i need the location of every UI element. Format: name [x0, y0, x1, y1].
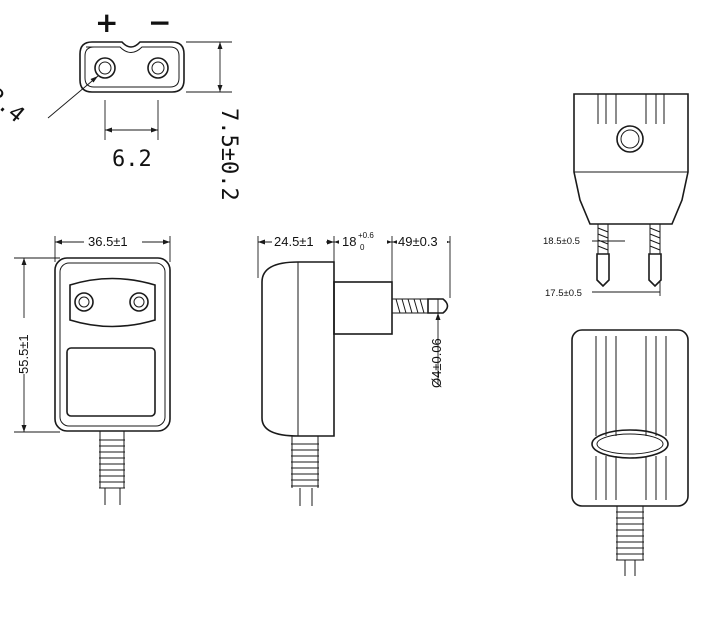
front-cable [99, 431, 125, 505]
shroud-label: 18 [342, 234, 356, 249]
front-view: 36.5±1 55.5±1 [14, 234, 171, 505]
adapter-top-body [573, 93, 689, 225]
top-right-view: 18.5±0.5 17.5±0.5 [543, 93, 689, 299]
minus-sign: − [148, 6, 171, 39]
adapter-back-body [571, 329, 689, 507]
side-pin [391, 298, 449, 314]
adapter-body-front [54, 257, 171, 432]
back-oval-badge [591, 429, 669, 459]
plug-height-label: 7.5±0.2 [216, 108, 241, 201]
side-depth-label: 24.5±1 [274, 234, 314, 249]
front-width-label: 36.5±1 [88, 234, 128, 249]
pin-length-label: 49±0.3 [398, 234, 438, 249]
plus-sign: + [95, 6, 118, 39]
pin-offset-a-label: 18.5±0.5 [543, 236, 580, 247]
minus-pin-hole [147, 57, 169, 79]
top-pins [596, 223, 662, 288]
back-cable [616, 506, 644, 576]
top-grip-circle [616, 125, 644, 153]
front-plug-face [69, 277, 156, 328]
pin-offset-b-label: 17.5±0.5 [545, 288, 582, 299]
shroud-tol-lower: 0 [360, 243, 365, 252]
front-height-label: 55.5±1 [16, 334, 31, 374]
back-view [571, 329, 689, 576]
pin-spacing-label: 6.2 [112, 147, 152, 172]
side-cable [291, 436, 319, 506]
plug-face-outline [79, 41, 185, 93]
pin-diameter-side-label: Ø4±0.06 [429, 338, 444, 388]
side-view: 24.5±1 18 +0.6 0 49±0.3 Ø4±0.06 [257, 230, 451, 506]
plug-detail: + − 6.2 Ø2.4 7.5±0.2 [0, 6, 241, 201]
shroud-tol-upper: +0.6 [358, 231, 374, 240]
plus-pin-hole [94, 57, 116, 79]
front-label-area [66, 347, 156, 417]
pin-diameter-label: Ø2.4 [0, 75, 29, 128]
